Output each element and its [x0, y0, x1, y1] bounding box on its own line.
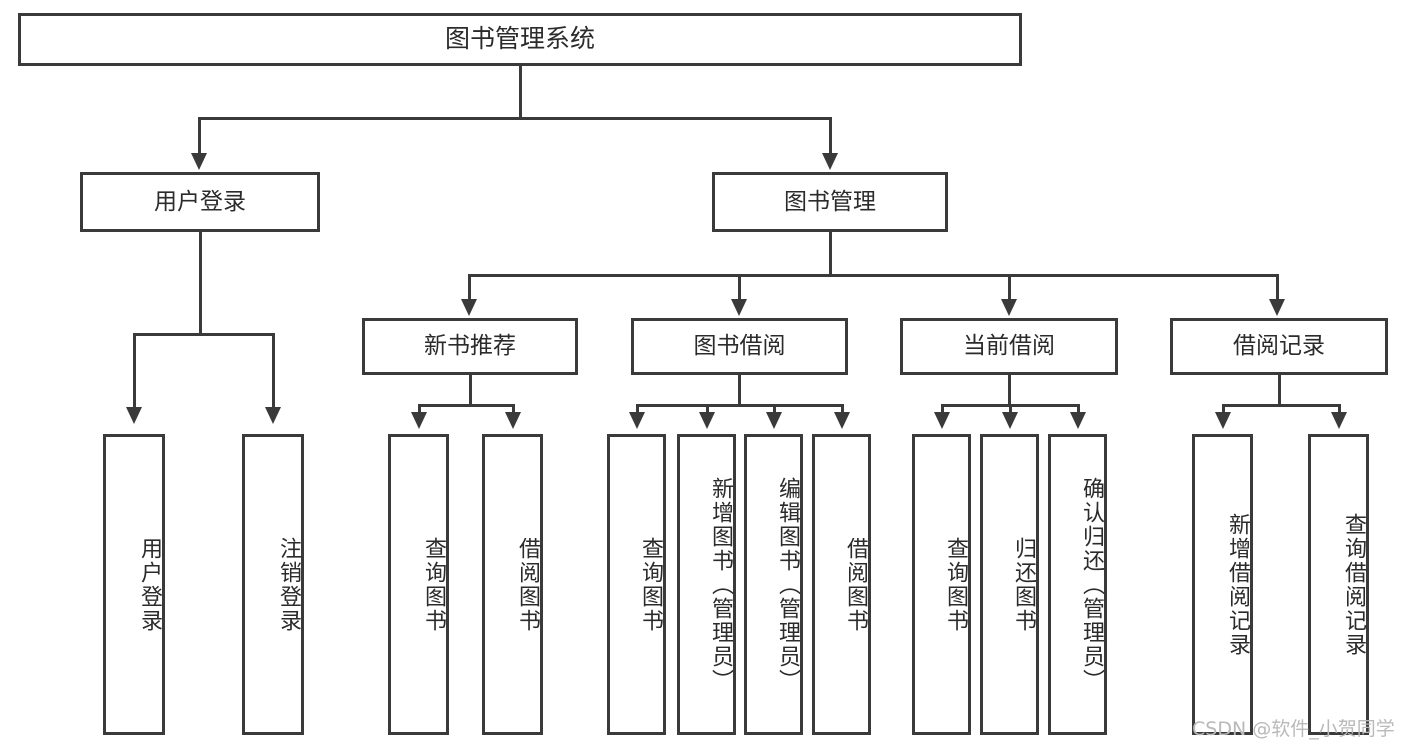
leaf-label: 编辑图书（管理员）: [775, 476, 800, 693]
leaf-current-borrow-return[interactable]: 归还图书: [980, 434, 1039, 735]
node-borrow-record[interactable]: 借阅记录: [1170, 318, 1388, 375]
leaf-current-borrow-query[interactable]: 查询图书: [912, 434, 971, 735]
leaf-label: 注销登录: [276, 536, 301, 633]
leaf-book-borrow-query[interactable]: 查询图书: [607, 434, 666, 735]
leaf-label: 借阅图书: [515, 536, 540, 633]
leaf-label: 查询图书: [943, 536, 968, 633]
leaf-label: 用户登录: [137, 536, 162, 633]
edge-borrow-record-to-leaf-1: [1338, 404, 1341, 414]
arrow-root-to-book-manage: [822, 153, 838, 170]
leaf-book-borrow-borrow[interactable]: 借阅图书: [812, 434, 871, 735]
leaf-label: 查询图书: [638, 536, 663, 633]
node-book-borrow-label: 图书借阅: [693, 333, 786, 360]
leaf-current-borrow-confirm[interactable]: 确认归还（管理员）: [1048, 434, 1107, 735]
leaf-new-book-borrow[interactable]: 借阅图书: [482, 434, 543, 735]
node-new-book-recommend[interactable]: 新书推荐: [362, 318, 578, 375]
arrow-new-book-to-leaf-0: [411, 412, 427, 429]
edge-book-borrow-stem: [738, 375, 741, 406]
edge-book-borrow-bus: [636, 404, 842, 407]
leaf-borrow-record-add[interactable]: 新增借阅记录: [1192, 434, 1253, 735]
arrow-book-manage-to-lvl3-1: [731, 299, 747, 316]
arrow-root-to-user-login: [191, 153, 207, 170]
leaf-label: 确认归还（管理员）: [1079, 476, 1104, 693]
node-book-borrow[interactable]: 图书借阅: [631, 318, 848, 375]
edge-book-borrow-to-leaf-1: [706, 404, 709, 414]
node-root-label: 图书管理系统: [444, 24, 595, 54]
arrow-book-manage-to-lvl3-2: [1001, 299, 1017, 316]
edge-book-borrow-to-leaf-3: [841, 404, 844, 414]
arrow-book-manage-to-lvl3-0: [461, 299, 477, 316]
edge-new-book-stem: [469, 375, 472, 406]
edge-current-borrow-to-leaf-2: [1077, 404, 1080, 414]
leaf-user-login-login[interactable]: 用户登录: [103, 434, 165, 735]
node-new-book-recommend-label: 新书推荐: [424, 333, 516, 360]
edge-new-book-bus: [418, 404, 513, 407]
node-borrow-record-label: 借阅记录: [1233, 333, 1325, 360]
leaf-user-login-logout[interactable]: 注销登录: [242, 434, 304, 735]
leaf-label: 借阅图书: [843, 536, 868, 633]
node-root[interactable]: 图书管理系统: [18, 13, 1022, 66]
arrow-new-book-to-leaf-1: [505, 412, 521, 429]
leaf-borrow-record-query[interactable]: 查询借阅记录: [1308, 434, 1369, 735]
edge-book-manage-stem: [829, 232, 832, 276]
edge-user-login-to-leaf-0: [133, 333, 136, 409]
edge-user-login-stem: [199, 232, 202, 335]
leaf-label: 新增借阅记录: [1225, 512, 1250, 657]
arrow-book-borrow-to-leaf-3: [834, 412, 850, 429]
edge-book-manage-to-lvl3-3: [1276, 274, 1279, 301]
edge-book-manage-to-lvl3-0: [468, 274, 471, 301]
leaf-new-book-query[interactable]: 查询图书: [388, 434, 449, 735]
node-current-borrow-label: 当前借阅: [963, 333, 1055, 360]
edge-root-to-user-login: [198, 117, 201, 155]
arrow-user-login-to-leaf-1: [265, 407, 281, 424]
edge-book-borrow-to-leaf-0: [636, 404, 639, 414]
arrow-current-borrow-to-leaf-0: [934, 412, 950, 429]
leaf-label: 查询借阅记录: [1341, 512, 1366, 657]
arrow-book-borrow-to-leaf-2: [766, 412, 782, 429]
edge-book-manage-to-lvl3-2: [1008, 274, 1011, 301]
node-user-login[interactable]: 用户登录: [80, 172, 320, 232]
node-book-manage-label: 图书管理: [784, 188, 876, 215]
edge-borrow-record-to-leaf-0: [1222, 404, 1225, 414]
edge-new-book-to-leaf-1: [512, 404, 515, 414]
edge-borrow-record-stem: [1278, 375, 1281, 406]
edge-root-to-book-manage: [829, 117, 832, 155]
arrow-book-borrow-to-leaf-0: [629, 412, 645, 429]
edge-root-stem: [519, 66, 522, 119]
edge-new-book-to-leaf-0: [418, 404, 421, 414]
arrow-borrow-record-to-leaf-1: [1331, 412, 1347, 429]
edge-user-login-to-leaf-1: [272, 333, 275, 409]
edge-root-bus: [198, 117, 832, 120]
arrow-book-manage-to-lvl3-3: [1269, 299, 1285, 316]
watermark: CSDN @软件_小贺同学: [1192, 718, 1395, 740]
leaf-book-borrow-add[interactable]: 新增图书（管理员）: [677, 434, 736, 735]
edge-book-manage-bus: [468, 274, 1279, 277]
edge-current-borrow-to-leaf-0: [941, 404, 944, 414]
edge-book-manage-to-lvl3-1: [738, 274, 741, 301]
leaf-label: 归还图书: [1011, 536, 1036, 633]
edge-current-borrow-to-leaf-1: [1009, 404, 1012, 414]
leaf-label: 查询图书: [421, 536, 446, 633]
edge-borrow-record-bus: [1222, 404, 1341, 407]
leaf-label: 新增图书（管理员）: [708, 476, 733, 693]
arrow-book-borrow-to-leaf-1: [699, 412, 715, 429]
edge-current-borrow-stem: [1008, 375, 1011, 406]
arrow-current-borrow-to-leaf-2: [1070, 412, 1086, 429]
edge-book-borrow-to-leaf-2: [773, 404, 776, 414]
arrow-current-borrow-to-leaf-1: [1002, 412, 1018, 429]
node-user-login-label: 用户登录: [154, 188, 246, 215]
arrow-user-login-to-leaf-0: [126, 407, 142, 424]
leaf-book-borrow-edit[interactable]: 编辑图书（管理员）: [744, 434, 803, 735]
node-book-manage[interactable]: 图书管理: [712, 172, 948, 232]
node-current-borrow[interactable]: 当前借阅: [900, 318, 1118, 375]
edge-user-login-bus: [133, 333, 275, 336]
arrow-borrow-record-to-leaf-0: [1215, 412, 1231, 429]
